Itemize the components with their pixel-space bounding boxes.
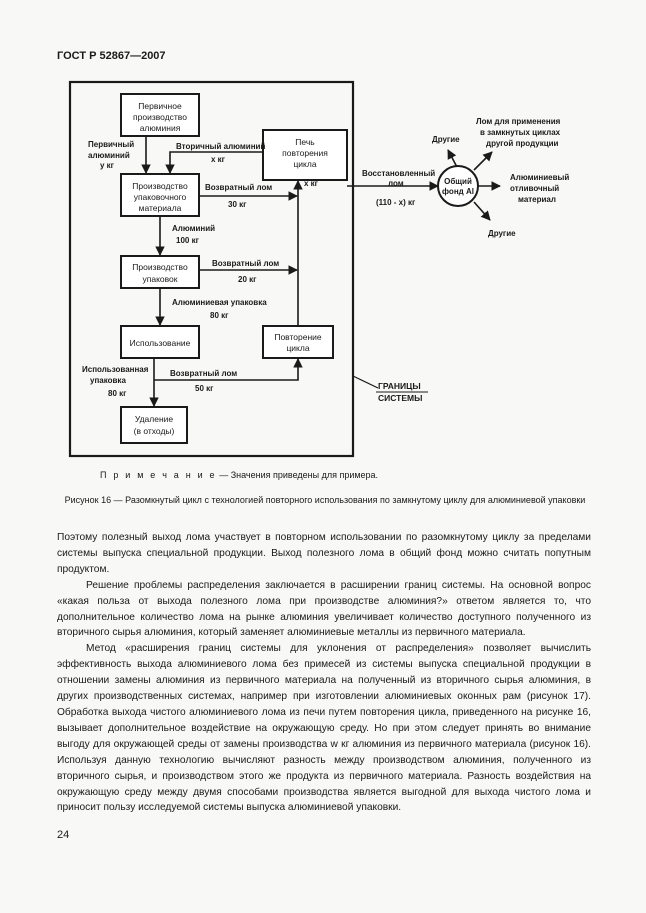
box-furnace-text-2: повторения <box>282 148 328 158</box>
arrow-use-to-recycle <box>154 358 303 381</box>
recycling-flow-diagram: Первичное производство алюминия Печь пов… <box>68 80 569 458</box>
box-recycle-text-1: Повторение <box>274 332 322 342</box>
box-primary-text-3: алюминия <box>140 123 181 133</box>
box-semi-production <box>120 173 200 217</box>
label-kg50: 50 кг <box>195 384 214 393</box>
box-semi-text-3: материала <box>139 203 182 213</box>
arrow-pool-scrap-use <box>473 151 493 171</box>
label-boundary-1: ГРАНИЦЫ <box>378 381 421 391</box>
box-use-text: Использование <box>130 338 191 348</box>
label-secondary-al: Вторичный алюминий <box>176 142 265 151</box>
label-al-packaging: Алюминиевая упаковка <box>172 298 267 307</box>
box-furnace-text-3: цикла <box>293 159 316 169</box>
label-primary-al-3: y кг <box>100 161 115 170</box>
body-text: Поэтому полезный выход лома участвует в … <box>57 530 591 816</box>
pool-text-2: фонд Al <box>442 187 474 196</box>
figure-note: П р и м е ч а н и е — Значения приведены… <box>100 470 378 480</box>
label-recovered-2: лом <box>388 179 404 188</box>
paragraph-3: Метод «расширения границ системы для укл… <box>57 643 591 814</box>
box-primary-text-2: производство <box>133 112 187 122</box>
system-boundary <box>68 80 355 458</box>
label-cast-3: материал <box>518 195 556 204</box>
box-primary-text-1: Первичное <box>138 101 182 111</box>
label-primary-al-1: Первичный <box>88 140 134 149</box>
note-text: — Значения приведены для примера. <box>216 470 379 480</box>
label-kg80: 80 кг <box>210 311 229 320</box>
label-used-pack-1: Использованная <box>82 365 149 374</box>
figure-caption: Рисунок 16 — Разомкнутый цикл с технолог… <box>64 495 586 505</box>
label-others-top: Другие <box>432 135 460 144</box>
box-pack-text-1: Производство <box>132 262 188 272</box>
box-disposal-text-1: Удаление <box>135 414 174 424</box>
box-semi-text-2: упаковочного <box>134 192 187 202</box>
label-cast-1: Алюминиевый <box>510 173 569 182</box>
box-furnace <box>262 129 348 181</box>
label-primary-al-2: алюминий <box>88 151 130 160</box>
box-semi-text-1: Производство <box>132 181 188 191</box>
note-prefix: П р и м е ч а н и е <box>100 470 217 480</box>
label-kg30: 30 кг <box>228 200 247 209</box>
label-others-bottom: Другие <box>488 229 516 238</box>
label-x-kg-1: x кг <box>211 155 226 164</box>
box-recycle <box>262 325 334 359</box>
label-boundary-2: СИСТЕМЫ <box>378 393 422 403</box>
arrow-furnace-to-semi <box>165 151 263 174</box>
page-number: 24 <box>57 829 70 841</box>
label-kg100: 100 кг <box>176 236 200 245</box>
document-header: ГОСТ Р 52867—2007 <box>57 50 166 62</box>
label-return-scrap-2: Возвратный лом <box>212 259 279 268</box>
label-return-scrap-3: Возвратный лом <box>170 369 237 378</box>
label-scrap-use-1: Лом для применения <box>476 117 561 126</box>
label-kg80b: 80 кг <box>108 389 127 398</box>
box-recycle-text-2: цикла <box>286 343 309 353</box>
box-disposal-text-2: (в отходы) <box>134 426 175 436</box>
pool-al-circle <box>437 165 479 207</box>
label-cast-2: отливочный <box>510 184 559 193</box>
box-pack-text-2: упаковок <box>143 274 178 284</box>
label-scrap-use-3: другой продукции <box>486 139 559 148</box>
paragraph-2: Решение проблемы распределения заключает… <box>57 579 591 639</box>
label-kg20: 20 кг <box>238 275 257 284</box>
label-recovered-1: Восстановленный <box>362 169 435 178</box>
box-disposal <box>120 406 188 444</box>
arrow-pool-others-bottom <box>473 201 491 221</box>
box-use <box>120 325 200 359</box>
box-primary-production <box>120 93 200 137</box>
pool-text-1: Общий <box>444 177 472 186</box>
label-used-pack-2: упаковка <box>90 376 126 385</box>
box-furnace-text-1: Печь <box>295 137 315 147</box>
paragraph-1: Поэтому полезный выход лома участвует в … <box>57 532 591 575</box>
label-aluminum: Алюминий <box>172 224 215 233</box>
boundary-pointer <box>352 375 379 389</box>
label-scrap-use-2: в замкнутых циклах <box>480 128 561 137</box>
label-x-kg-2: x кг <box>304 179 319 188</box>
label-formula: (110 - x) кг <box>376 198 416 207</box>
label-return-scrap-1: Возвратный лом <box>205 183 272 192</box>
